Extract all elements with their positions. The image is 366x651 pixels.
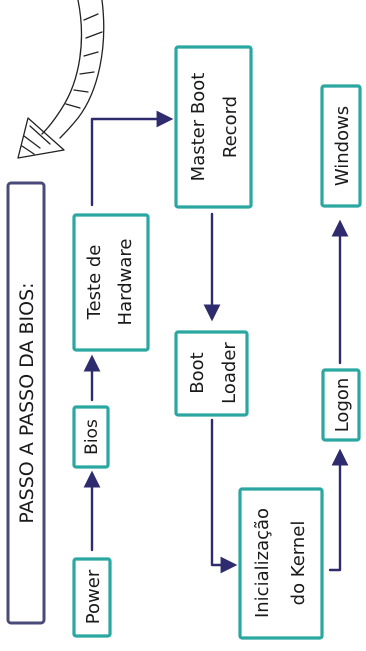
node-power: Power	[72, 557, 112, 638]
node-boot-label-2: Loader	[219, 342, 240, 404]
node-power-label: Power	[83, 569, 104, 624]
node-boot-label-1: Boot	[187, 352, 208, 393]
node-logon-label: Logon	[332, 378, 353, 433]
node-bios: Bios	[72, 405, 110, 469]
node-kernel-label-2: do Kernel	[288, 521, 309, 606]
node-windows-label: Windows	[332, 106, 353, 186]
title-box: PASSO A PASSO DA BIOS:	[6, 181, 46, 625]
node-inicializacao-kernel: Inicialização do Kernel	[238, 487, 324, 640]
curved-arrow-decoration-icon	[17, 0, 105, 159]
node-teste-label-2: Hardware	[115, 239, 136, 326]
page-title: PASSO A PASSO DA BIOS:	[16, 282, 38, 523]
arrow-boot-to-kernel	[210, 418, 238, 574]
node-logon: Logon	[321, 368, 361, 442]
arrow-kernel-to-logon	[328, 448, 349, 572]
node-mbr-label-2: Record	[220, 96, 241, 158]
arrow-teste-to-mbr	[90, 110, 174, 207]
node-mbr-label-1: Master Boot	[188, 73, 209, 182]
node-boot-loader: Boot Loader	[174, 330, 249, 417]
node-kernel-label-1: Inicialização	[252, 508, 273, 618]
node-windows: Windows	[320, 84, 362, 208]
node-teste-label-1: Teste de	[84, 245, 105, 321]
node-master-boot-record: Master Boot Record	[174, 45, 253, 209]
node-bios-label: Bios	[82, 419, 102, 455]
flow-arrows	[83, 110, 349, 574]
node-teste-hardware: Teste de Hardware	[72, 213, 150, 352]
